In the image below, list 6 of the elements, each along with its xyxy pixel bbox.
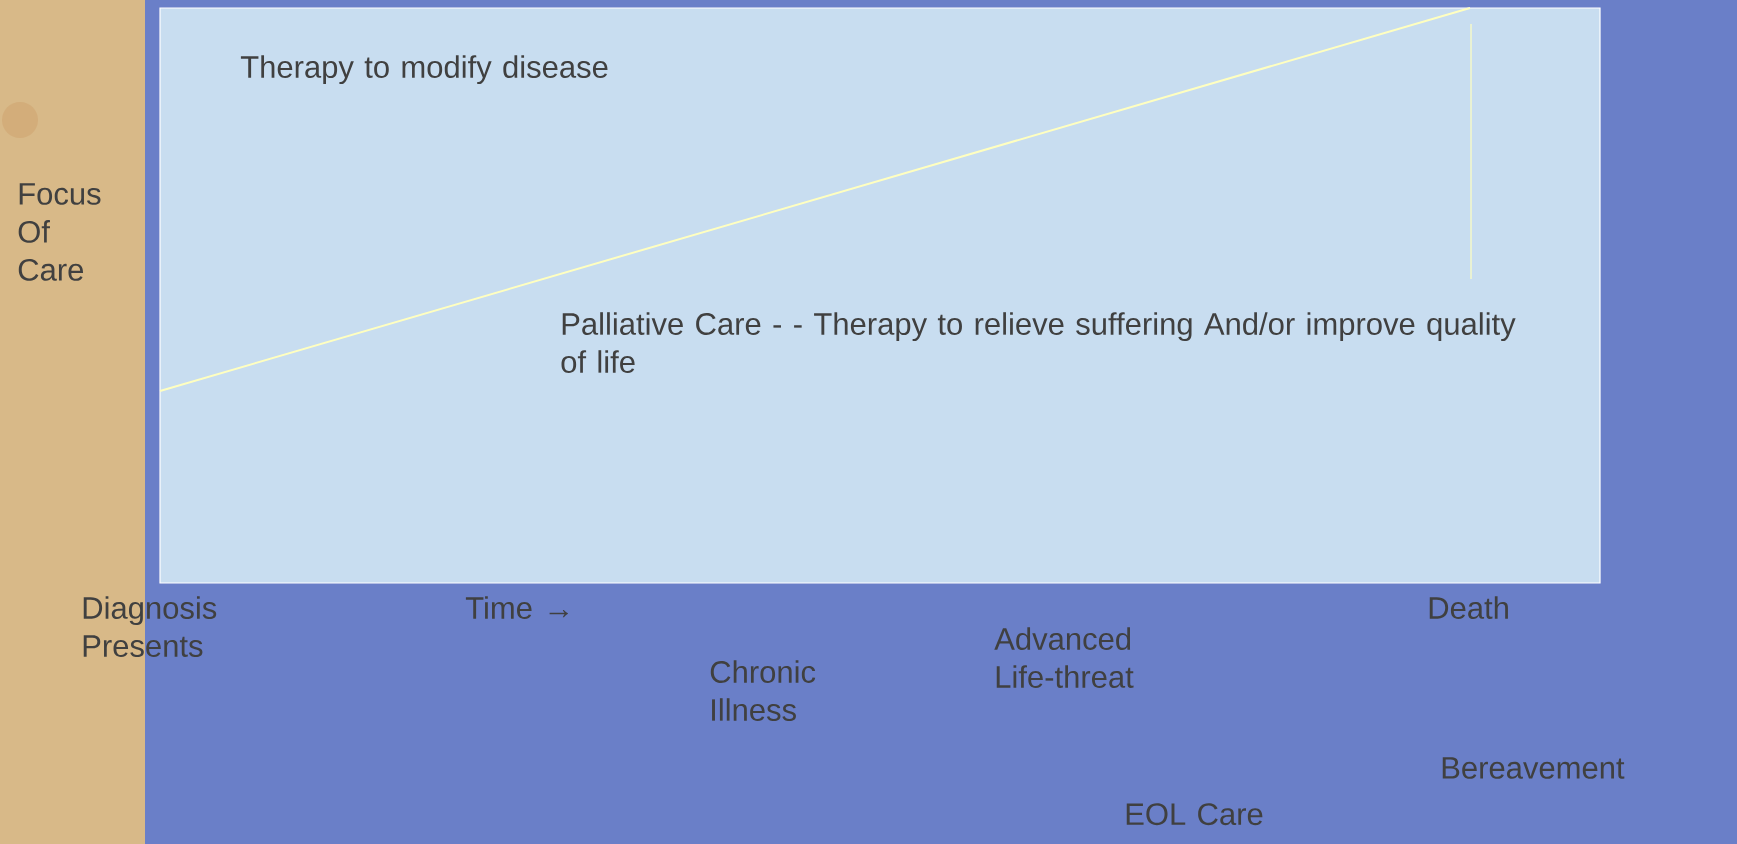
axis-label: Bereavement bbox=[1442, 757, 1625, 779]
axis-label: Advanced Life-threat bbox=[994, 627, 1134, 688]
axis-label: EOL Care bbox=[1126, 803, 1263, 826]
axis-label: Chronic Illness bbox=[710, 660, 816, 721]
chart-area: Therapy to modify disease Palliative Care - - Therapy to relieve suffering And/or improve quality of life bbox=[159, 7, 1601, 584]
axis-label: Focus Of Care bbox=[18, 183, 101, 281]
